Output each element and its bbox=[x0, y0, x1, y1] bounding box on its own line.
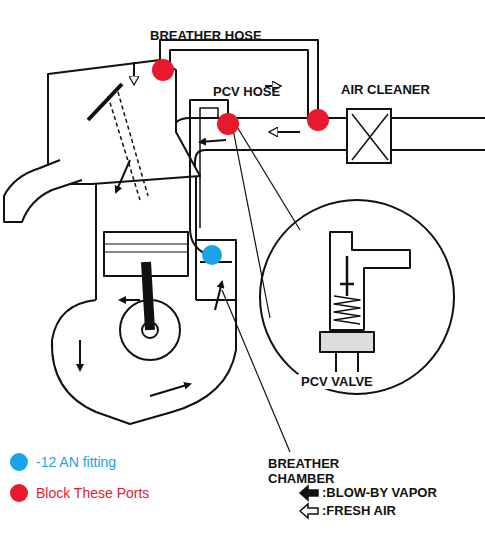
intake-valve bbox=[108, 92, 148, 200]
crankcase bbox=[52, 300, 236, 424]
blow-by-arrow bbox=[150, 384, 190, 396]
valve-spring bbox=[334, 296, 360, 324]
legend-swatch bbox=[10, 484, 28, 502]
valve-nut bbox=[320, 332, 374, 352]
blow-by-arrow bbox=[120, 299, 140, 301]
part-label: PCV HOSE bbox=[213, 84, 280, 99]
leader-line bbox=[232, 124, 270, 318]
fresh-air-arrow bbox=[133, 62, 135, 84]
node-label: AIR CLEANER bbox=[338, 82, 433, 97]
node-label: PCV VALVE bbox=[298, 374, 376, 389]
legend-arrow bbox=[298, 502, 320, 520]
air-cleaner-box: AIR CLEANER bbox=[346, 108, 392, 164]
breather-hose bbox=[160, 40, 318, 118]
valve-body bbox=[330, 232, 410, 330]
arrow-sample bbox=[300, 504, 318, 518]
blow-by-arrow bbox=[116, 160, 130, 192]
valve-plunger bbox=[340, 256, 354, 296]
legend-text: Block These Ports bbox=[36, 485, 149, 501]
piston-ring bbox=[104, 244, 188, 252]
exhaust-port bbox=[4, 160, 82, 222]
part-label: BREATHER HOSE bbox=[150, 28, 262, 43]
intake-pipe bbox=[195, 150, 346, 176]
part-label: BREATHER CHAMBER bbox=[268, 456, 364, 486]
inset-outline bbox=[260, 200, 454, 394]
inset-circle bbox=[258, 198, 456, 396]
valve-nipple bbox=[336, 352, 358, 372]
connecting-rod bbox=[146, 262, 150, 330]
legend-text: -12 AN fitting bbox=[36, 454, 116, 470]
leader-line bbox=[222, 290, 290, 452]
filter-element bbox=[352, 114, 388, 160]
intake-duct bbox=[392, 118, 485, 150]
an-fitting bbox=[202, 245, 222, 265]
leader-line bbox=[228, 112, 300, 230]
breather-chamber bbox=[196, 240, 236, 300]
blow-by-arrow bbox=[79, 340, 81, 370]
blocked-port bbox=[152, 59, 174, 81]
legend-arrow bbox=[298, 484, 320, 502]
cylinder-head bbox=[48, 60, 200, 184]
blocked-port bbox=[217, 113, 239, 135]
arrow-sample bbox=[300, 486, 318, 500]
fresh-air-arrow bbox=[270, 131, 300, 133]
legend-text: :FRESH AIR bbox=[322, 503, 396, 519]
pcv-valve-inset: PCV VALVE bbox=[258, 198, 456, 396]
blow-by-arrow bbox=[215, 282, 222, 310]
crank-pin bbox=[142, 322, 158, 338]
legend-text: :BLOW-BY VAPOR bbox=[322, 485, 437, 501]
blocked-port bbox=[307, 109, 329, 131]
crankshaft bbox=[120, 300, 180, 360]
spark-plug bbox=[88, 84, 122, 120]
pcv-hose bbox=[200, 108, 218, 228]
blow-by-arrow bbox=[200, 140, 226, 142]
legend-swatch bbox=[10, 453, 28, 471]
